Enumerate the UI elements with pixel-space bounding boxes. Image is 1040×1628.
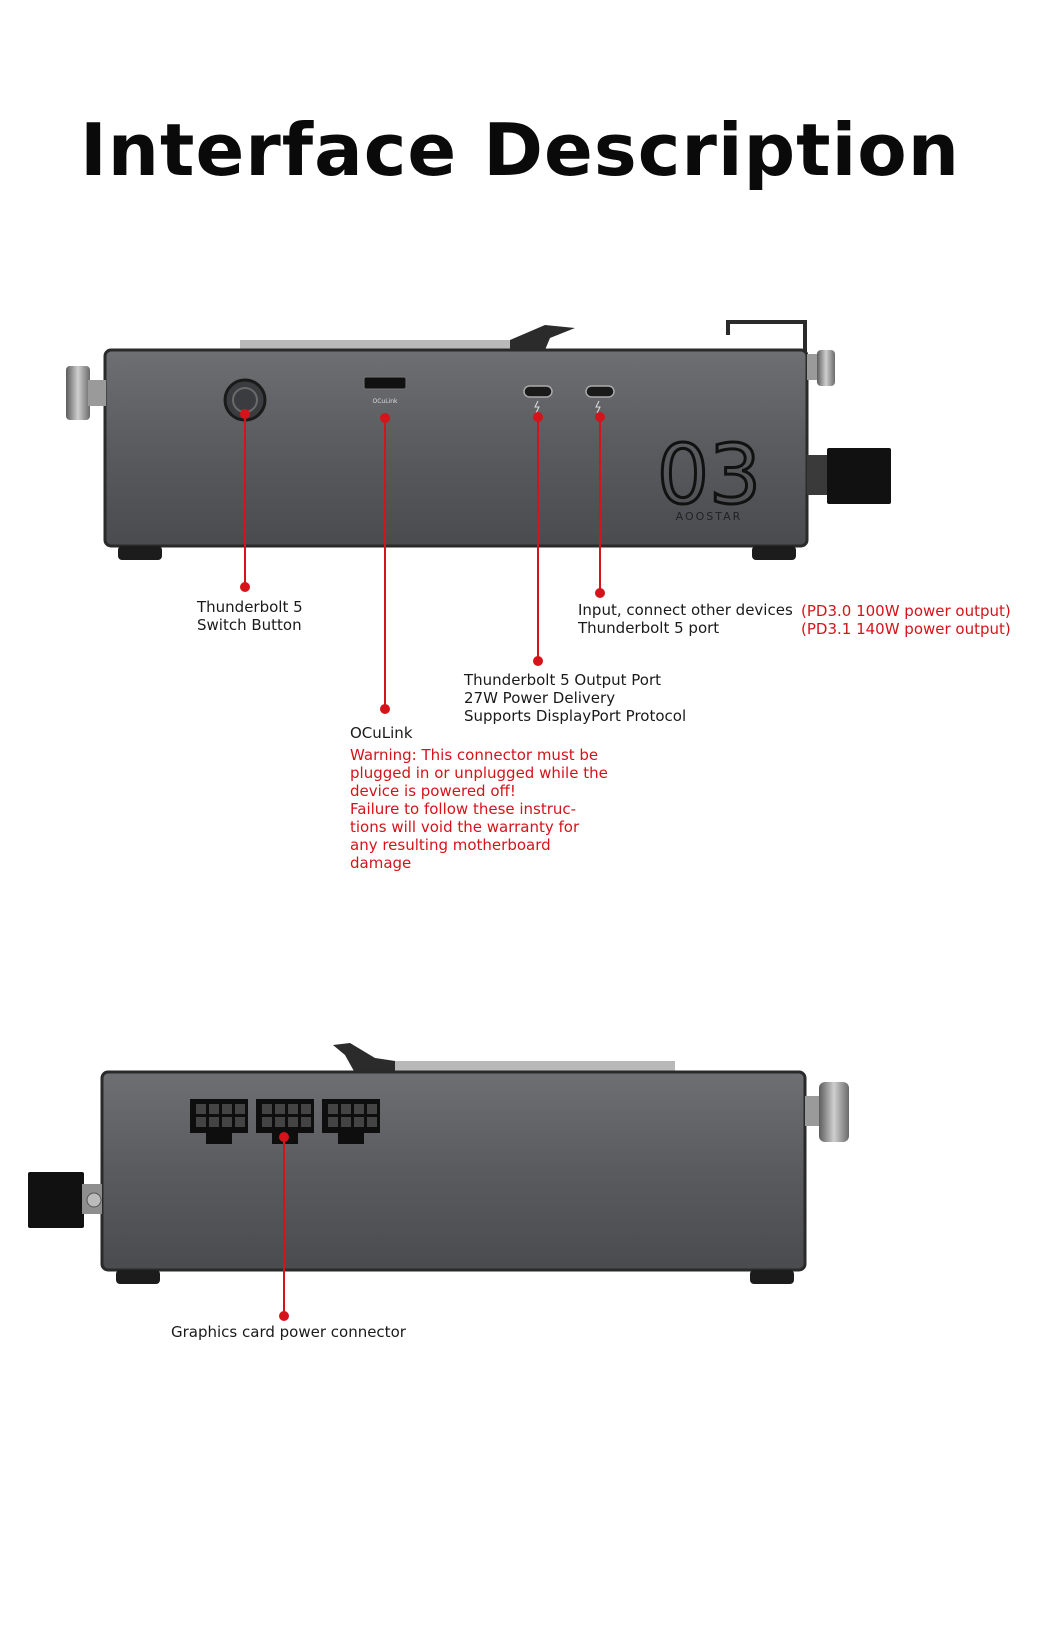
top-rail-plate <box>240 340 520 350</box>
thumb-screw-right-top <box>817 350 835 386</box>
thunderbolt-icon <box>595 400 601 414</box>
switch-button-label: Thunderbolt 5 Switch Button <box>197 598 303 634</box>
page-title: Interface Description <box>80 108 960 192</box>
gpu-power-connector-1 <box>190 1099 248 1144</box>
thunderbolt-icon <box>534 400 540 414</box>
oculink-port-label: OCuLink <box>372 398 398 405</box>
gpu-power-label: Graphics card power connector <box>171 1323 406 1341</box>
device-body-top <box>103 348 809 548</box>
thunderbolt-output-port <box>523 385 553 398</box>
side-block-bottom <box>28 1172 84 1228</box>
gpu-power-connector-3 <box>322 1099 380 1144</box>
side-block-top <box>827 448 891 504</box>
oculink-label: OCuLink <box>350 724 413 742</box>
brand-name-logo: AOOSTAR <box>676 510 743 523</box>
bottom-latch-clip <box>333 1043 395 1073</box>
thumb-screw-left-top <box>66 366 90 420</box>
foot-right-top <box>752 546 796 560</box>
input-port-label: Input, connect other devices Thunderbolt… <box>578 601 793 637</box>
oculink-warning: Warning: This connector must be plugged … <box>350 746 608 872</box>
output-port-label: Thunderbolt 5 Output Port 27W Power Deli… <box>464 671 687 725</box>
input-power-label: (PD3.0 100W power output) (PD3.1 140W po… <box>801 602 1011 638</box>
top-bracket <box>726 320 807 352</box>
thunderbolt-input-port <box>585 385 615 398</box>
foot-left-top <box>118 546 162 560</box>
top-latch-clip <box>510 325 575 350</box>
brand-number-logo: 03 <box>657 428 761 523</box>
foot-left-bottom <box>116 1270 160 1284</box>
foot-right-bottom <box>750 1270 794 1284</box>
oculink-port <box>363 376 407 390</box>
thumb-screw-right-bottom <box>819 1082 849 1142</box>
bottom-rail-plate <box>395 1061 675 1071</box>
